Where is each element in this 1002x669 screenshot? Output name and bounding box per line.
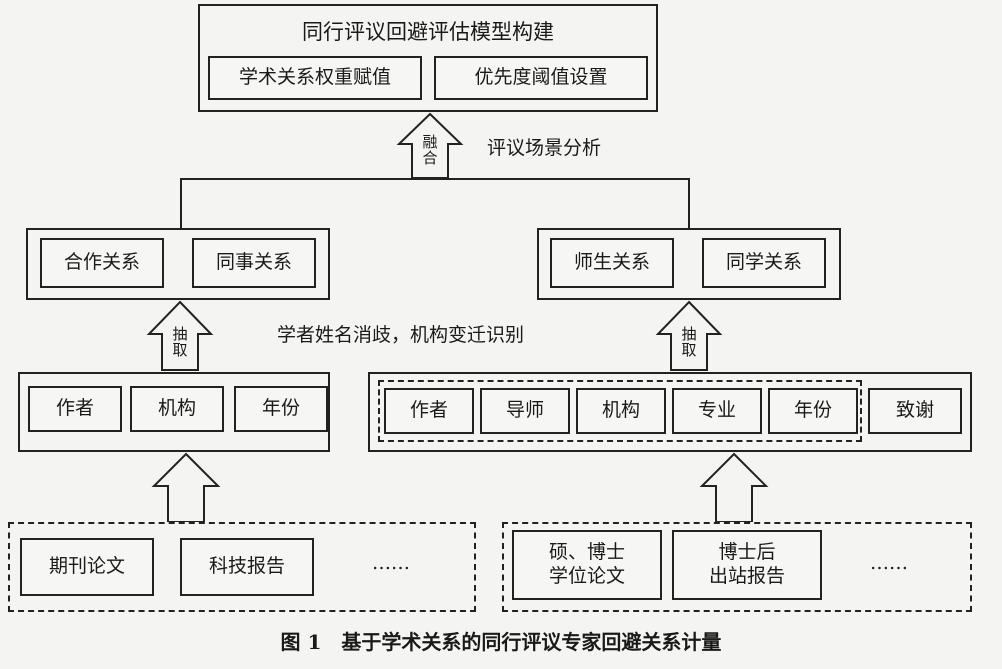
cooperation-relation-box: 合作关系 — [40, 238, 164, 288]
sources-right-ellipsis: …… — [870, 552, 908, 574]
model-construction-title: 同行评议回避评估模型构建 — [302, 20, 554, 44]
right-branch-line — [688, 178, 690, 228]
field-major-right: 专业 — [672, 388, 762, 434]
thesis-line-1: 硕、博士 — [548, 541, 625, 564]
extract-right-arrow-label: 抽取 — [681, 325, 697, 359]
sources-left-ellipsis: …… — [372, 552, 410, 574]
journal-paper-box: 期刊论文 — [20, 538, 154, 596]
classmate-relation-box: 同学关系 — [702, 238, 826, 288]
threshold-setting-box: 优先度阈值设置 — [434, 56, 648, 100]
fusion-horizontal-line — [180, 178, 690, 180]
postdoc-report-box: 博士后 出站报告 — [672, 530, 822, 600]
figure-caption: 图 1 基于学术关系的同行评议专家回避关系计量 — [280, 630, 722, 654]
disambiguation-note: 学者姓名消歧，机构变迁识别 — [277, 324, 525, 346]
field-institution-left: 机构 — [130, 386, 224, 432]
field-acknowledgement-right: 致谢 — [868, 388, 962, 434]
extract-left-arrow-icon — [146, 300, 214, 371]
postdoc-line-2: 出站报告 — [708, 565, 785, 587]
weight-assignment-box: 学术关系权重赋值 — [208, 56, 422, 100]
field-year-left: 年份 — [234, 386, 328, 432]
field-author-left: 作者 — [28, 386, 122, 432]
source-right-arrow-icon — [699, 452, 769, 523]
field-author-right: 作者 — [384, 388, 474, 434]
source-left-arrow-icon — [151, 452, 221, 523]
teacher-student-relation-box: 师生关系 — [550, 238, 674, 288]
left-branch-line — [180, 178, 182, 228]
colleague-relation-box: 同事关系 — [192, 238, 316, 288]
field-supervisor-right: 导师 — [480, 388, 570, 434]
thesis-box: 硕、博士 学位论文 — [512, 530, 662, 600]
thesis-line-2: 学位论文 — [548, 565, 625, 587]
field-year-right: 年份 — [768, 388, 858, 434]
extract-left-arrow-label: 抽取 — [172, 325, 188, 359]
field-institution-right: 机构 — [576, 388, 666, 434]
tech-report-box: 科技报告 — [180, 538, 314, 596]
scenario-analysis-note: 评议场景分析 — [487, 137, 602, 159]
postdoc-line-1: 博士后 — [718, 541, 776, 564]
extract-right-arrow-icon — [655, 300, 723, 371]
fusion-arrow-label: 融合 — [422, 133, 438, 167]
